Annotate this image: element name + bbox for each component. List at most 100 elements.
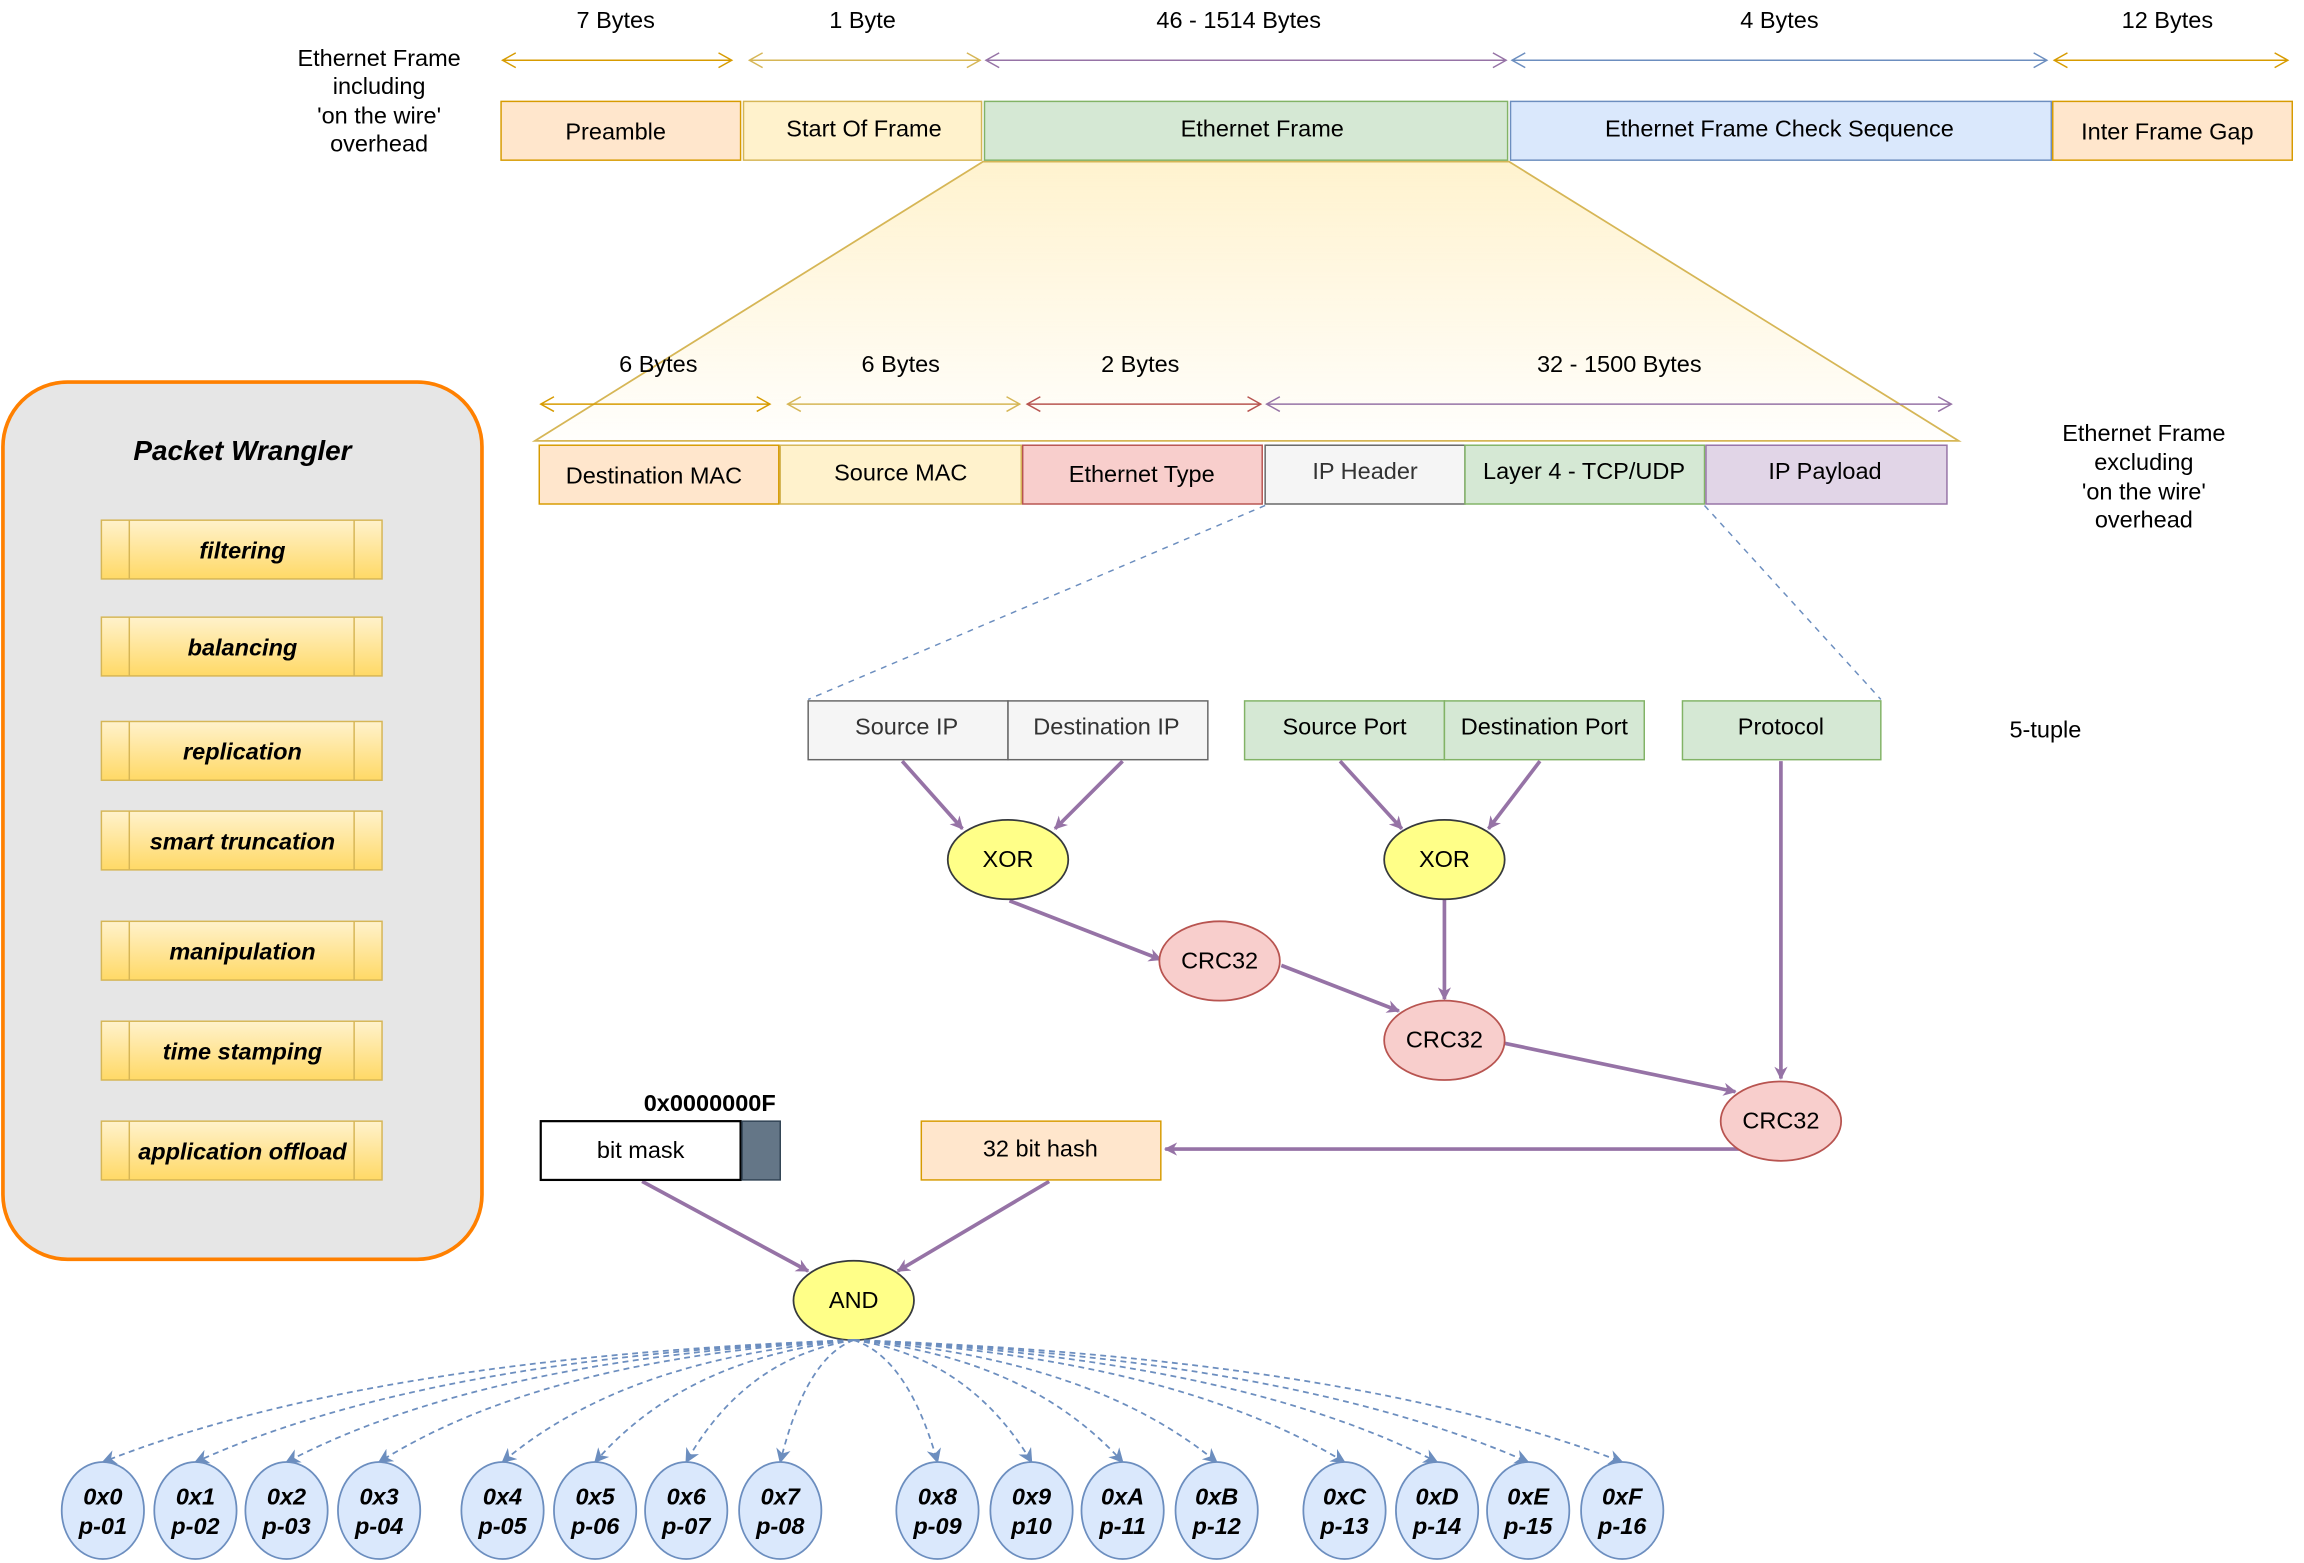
bucket-ellipse [1486, 1461, 1571, 1560]
caption-line: 'on the wire' [2082, 479, 2206, 505]
wrangler-item-box [100, 616, 383, 677]
size-label-ifg: 12 Bytes [2122, 7, 2213, 33]
bucket-port-label: p-14 [1412, 1513, 1461, 1539]
bucket-port: 0x0 p-01 [60, 1461, 145, 1560]
caption-line: Ethernet Frame [2062, 420, 2225, 446]
caption-line: excluding [2094, 449, 2193, 475]
bucket-connector [685, 1339, 854, 1464]
source-port-field [1243, 700, 1446, 761]
bucket-ellipse [1395, 1461, 1480, 1560]
ip-payload-label: IP Payload [1768, 458, 1881, 484]
fcs-label: Ethernet Frame Check Sequence [1605, 116, 1954, 142]
bucket-ellipse [738, 1461, 823, 1560]
wrangler-item-label: application offload [138, 1138, 347, 1164]
preamble-label: Preamble [565, 119, 666, 145]
zoom-line-left [807, 504, 1266, 701]
size-label-ip-packet: 32 - 1500 Bytes [1537, 351, 1702, 377]
wrangler-item: time stamping [100, 1020, 383, 1081]
wire-frame-caption: Ethernet Frame including 'on the wire' o… [297, 45, 460, 156]
bucket-hex: 0xA [1101, 1484, 1144, 1510]
xor-port-node [1383, 819, 1506, 901]
caption-line: Ethernet Frame [297, 45, 460, 71]
source-ip-field [807, 700, 1009, 761]
crc32-final-label: CRC32 [1742, 1107, 1819, 1133]
ethernet-frame-label: Ethernet Frame [1181, 116, 1344, 142]
preamble-field [500, 100, 742, 161]
bucket-connector [501, 1339, 854, 1464]
bucket-hex: 0x1 [176, 1484, 215, 1510]
frame-dimension-lines [539, 396, 1953, 413]
wrangler-item-box [100, 519, 383, 580]
wrangler-item-label: smart truncation [150, 828, 335, 854]
size-label-dst-mac: 6 Bytes [619, 351, 697, 377]
bucket-ports: 0x0p-010x1p-020x2p-030x3p-040x4p-050x5p-… [60, 1461, 1665, 1560]
bucket-port: 0xE p-15 [1486, 1461, 1571, 1560]
bucket-port-label: p-11 [1098, 1513, 1146, 1539]
source-ip-label: Source IP [855, 714, 958, 740]
start-of-frame-label: Start Of Frame [786, 116, 941, 142]
destination-ip-label: Destination IP [1033, 714, 1179, 740]
bucket-port-label: p-16 [1597, 1513, 1647, 1539]
mask-value-label: 0x0000000F [644, 1090, 776, 1116]
source-mac-label: Source MAC [834, 459, 967, 485]
bucket-hex: 0x5 [575, 1484, 615, 1510]
bucket-hex: 0x9 [1012, 1484, 1051, 1510]
wrangler-item: filtering [100, 519, 383, 580]
bucket-port-label: p-03 [261, 1513, 310, 1539]
fcs-field [1509, 100, 2053, 161]
crc32-final-node [1719, 1080, 1843, 1162]
and-label: AND [829, 1287, 879, 1313]
bucket-ellipse [1080, 1461, 1165, 1560]
frame-expansion-shade [531, 160, 1962, 442]
wrangler-item-label: filtering [199, 537, 285, 563]
crc32-ip-node [1158, 920, 1281, 1002]
bucket-ellipse [644, 1461, 729, 1560]
size-label-fcs: 4 Bytes [1740, 7, 1818, 33]
size-label-src-mac: 6 Bytes [862, 351, 940, 377]
bucket-hex: 0x7 [761, 1484, 801, 1510]
crc32-ip-label: CRC32 [1181, 947, 1258, 973]
protocol-field [1681, 700, 1882, 761]
bucket-port: 0x7 p-08 [738, 1461, 823, 1560]
caption-line: overhead [330, 130, 428, 156]
bucket-fanout [101, 1339, 1624, 1465]
operation-nodes: XOR XOR CRC32 CRC32 CRC32 AND [792, 819, 1843, 1341]
protocol-label: Protocol [1738, 714, 1824, 740]
wrangler-item-label: time stamping [163, 1038, 322, 1064]
size-label-preamble: 7 Bytes [576, 7, 654, 33]
bucket-ellipse [989, 1461, 1074, 1560]
mask-and-hash: 0x0000000F bit mask 32 bit hash [539, 1090, 1162, 1182]
bucket-hex: 0x4 [483, 1484, 522, 1510]
bucket-connector [853, 1339, 1033, 1464]
xor-ip-node [946, 819, 1070, 901]
bucket-connector [853, 1339, 1124, 1464]
eth-frame-caption: Ethernet Frame excluding 'on the wire' o… [2062, 420, 2225, 533]
bucket-port-label: p-01 [78, 1513, 127, 1539]
bucket-hex: 0x0 [83, 1484, 122, 1510]
crc32-port-label: CRC32 [1406, 1027, 1483, 1053]
wrangler-item: smart truncation [100, 810, 383, 871]
destination-mac-label: Destination MAC [566, 462, 742, 488]
bucket-hex: 0xB [1195, 1484, 1238, 1510]
bit-mask-label: bit mask [597, 1137, 685, 1163]
wrangler-item: application offload [100, 1120, 383, 1181]
bucket-port-label: p-09 [912, 1513, 961, 1539]
size-label-sof: 1 Byte [829, 7, 896, 33]
bucket-ellipse [153, 1461, 238, 1560]
wrangler-item-label: manipulation [169, 939, 315, 965]
bucket-hex: 0xE [1507, 1484, 1550, 1510]
bucket-ellipse [1302, 1461, 1387, 1560]
bucket-hex: 0x8 [918, 1484, 958, 1510]
wire-dimension-lines [501, 52, 2290, 69]
bucket-connector [853, 1339, 1530, 1464]
destination-ip-field [1007, 700, 1209, 761]
bit-mask-nibble [741, 1120, 781, 1181]
bucket-port-label: p-15 [1503, 1513, 1553, 1539]
bucket-port-label: p-08 [755, 1513, 805, 1539]
inter-frame-gap-label: Inter Frame Gap [2081, 119, 2253, 145]
bucket-ellipse [244, 1461, 329, 1560]
